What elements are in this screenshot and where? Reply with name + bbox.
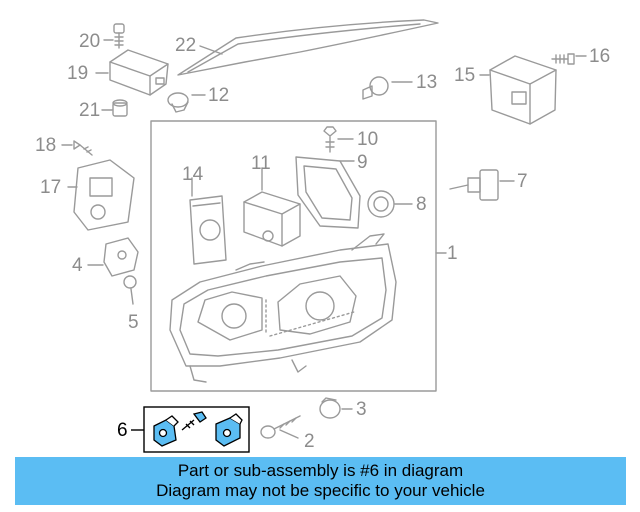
part-3-clip [319,397,353,419]
part-20-screw [103,23,125,49]
callout-3[interactable]: 3 [356,399,367,420]
callout-11[interactable]: 11 [251,153,271,174]
part-19-control-module [95,49,169,96]
part-14-housing [189,177,227,265]
part-12-cap [167,92,206,113]
callout-7[interactable]: 7 [517,171,528,192]
part-11-leveling-motor [243,167,301,247]
part-22-trim-strip [177,19,439,76]
part-16-screw [551,53,587,65]
part-7-bulb [449,169,515,201]
callout-22[interactable]: 22 [175,35,197,56]
callout-2[interactable]: 2 [304,431,315,452]
callout-18[interactable]: 18 [35,135,57,156]
part-21-clip [101,99,128,117]
part-6-highlight-box [131,406,250,453]
callout-19[interactable]: 19 [67,63,89,84]
part-6-bracket-left [153,415,179,447]
callout-13[interactable]: 13 [416,72,438,93]
part-8-cap [367,190,413,218]
callout-12[interactable]: 12 [208,85,230,106]
callout-8[interactable]: 8 [416,194,427,215]
callout-15[interactable]: 15 [454,65,476,86]
callout-6[interactable]: 6 [117,420,128,441]
callout-20[interactable]: 20 [79,31,101,52]
part-6-screw [181,411,207,431]
callout-9[interactable]: 9 [357,152,368,173]
part-18-screw [61,140,93,156]
part-13-bulb [362,76,413,100]
callout-1[interactable]: 1 [447,243,458,264]
part-4-bracket [87,237,139,277]
callout-4[interactable]: 4 [72,255,83,276]
info-banner: Part or sub-assembly is #6 in diagram Di… [15,457,626,505]
part-9-bracket [295,156,361,229]
callout-5[interactable]: 5 [128,312,139,333]
banner-line-1: Part or sub-assembly is #6 in diagram [177,461,464,480]
part-10-screw [323,126,354,153]
part-1-headlamp [169,233,397,383]
part-6-bracket-right [215,413,243,447]
callout-16[interactable]: 16 [589,46,611,67]
part-15-ballast [479,55,557,125]
headlamp-assembly-frame [150,120,437,392]
part-17-module [67,159,135,231]
callout-17[interactable]: 17 [40,177,62,198]
callout-21[interactable]: 21 [79,100,101,121]
banner-line-2: Diagram may not be specific to your vehi… [156,481,485,500]
callout-14[interactable]: 14 [182,164,204,185]
callout-10[interactable]: 10 [357,129,379,150]
part-5-screw [123,275,137,305]
part-2-bolt [260,415,301,439]
